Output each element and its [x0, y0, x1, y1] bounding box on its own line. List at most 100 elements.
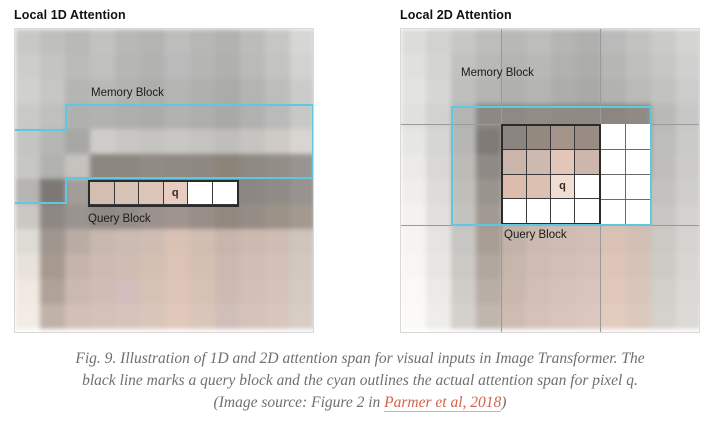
mosaic-pixel — [265, 229, 290, 254]
query-cell — [575, 126, 599, 151]
mosaic-pixel — [651, 29, 676, 54]
mosaic-pixel — [140, 104, 165, 129]
mosaic-pixel — [240, 54, 265, 79]
mosaic-pixel — [265, 279, 290, 304]
mosaic-pixel — [426, 254, 451, 279]
mosaic-pixel — [626, 279, 651, 304]
mosaic-pixel — [476, 54, 501, 79]
mosaic-pixel — [451, 54, 476, 79]
mosaic-pixel — [476, 154, 501, 179]
mosaic-pixel — [651, 304, 676, 329]
query-cell — [527, 174, 551, 199]
mosaic-pixel — [215, 254, 240, 279]
mosaic-pixel — [90, 79, 115, 104]
mosaic-pixel — [215, 229, 240, 254]
mosaic-pixel — [40, 154, 65, 179]
mosaic-pixel — [40, 129, 65, 154]
mosaic-pixel — [115, 229, 140, 254]
mosaic-pixel — [40, 29, 65, 54]
mosaic-pixel — [240, 279, 265, 304]
mosaic-pixel — [165, 79, 190, 104]
mosaic-pixel — [190, 154, 215, 179]
mosaic-pixel — [115, 254, 140, 279]
mosaic-pixel — [190, 79, 215, 104]
mosaic-pixel — [265, 54, 290, 79]
query-pixel-label-1d: q — [171, 187, 179, 199]
mosaic-pixel — [576, 304, 601, 329]
source-link[interactable]: Parmer et al, 2018 — [384, 394, 502, 412]
query-pixel-label-2d: q — [559, 180, 566, 193]
pixel-mosaic-1d — [15, 29, 313, 332]
query-cell — [551, 150, 575, 175]
mosaic-pixel — [401, 79, 426, 104]
mosaic-pixel — [601, 29, 626, 54]
mosaic-pixel — [676, 104, 699, 129]
mosaic-pixel — [626, 254, 651, 279]
mosaic-pixel — [651, 129, 676, 154]
mosaic-pixel — [290, 29, 313, 54]
mosaic-pixel — [601, 279, 626, 304]
mosaic-pixel — [190, 104, 215, 129]
mosaic-pixel — [240, 79, 265, 104]
mosaic-pixel — [90, 204, 115, 229]
mosaic-pixel — [65, 79, 90, 104]
mosaic-pixel — [501, 254, 526, 279]
query-cell-q: q — [163, 182, 188, 205]
mosaic-pixel — [115, 79, 140, 104]
mosaic-pixel — [90, 54, 115, 79]
mosaic-pixel — [90, 229, 115, 254]
mosaic-pixel — [190, 29, 215, 54]
mosaic-pixel — [240, 304, 265, 329]
mosaic-pixel — [15, 304, 40, 329]
mosaic-pixel — [451, 279, 476, 304]
mosaic-pixel — [451, 29, 476, 54]
mosaic-pixel — [240, 254, 265, 279]
mosaic-pixel — [601, 54, 626, 79]
mosaic-pixel — [501, 279, 526, 304]
query-cell — [114, 182, 139, 205]
mosaic-pixel — [140, 254, 165, 279]
mosaic-pixel — [576, 279, 601, 304]
mosaic-pixel — [115, 54, 140, 79]
mosaic-pixel — [90, 29, 115, 54]
query-cell — [527, 198, 551, 223]
mosaic-pixel — [576, 79, 601, 104]
mosaic-pixel — [290, 229, 313, 254]
mosaic-pixel — [576, 254, 601, 279]
mosaic-pixel — [165, 229, 190, 254]
query-cell — [503, 198, 527, 223]
mosaic-pixel — [140, 154, 165, 179]
mosaic-pixel — [90, 279, 115, 304]
mosaic-pixel — [65, 279, 90, 304]
mosaic-pixel — [215, 104, 240, 129]
mosaic-pixel — [451, 179, 476, 204]
mosaic-pixel — [290, 104, 313, 129]
caption-text-part2: ) — [501, 394, 507, 411]
mosaic-pixel — [290, 154, 313, 179]
mosaic-pixel — [240, 154, 265, 179]
query-cell — [551, 198, 575, 223]
mosaic-pixel — [626, 29, 651, 54]
mosaic-pixel — [626, 79, 651, 104]
query-cell — [551, 126, 575, 151]
mosaic-pixel — [165, 279, 190, 304]
mosaic-pixel — [290, 179, 313, 204]
mosaic-pixel — [15, 229, 40, 254]
figure-caption: Fig. 9. Illustration of 1D and 2D attent… — [60, 348, 660, 414]
mosaic-pixel — [526, 254, 551, 279]
mosaic-pixel — [40, 79, 65, 104]
mosaic-pixel — [215, 204, 240, 229]
mosaic-pixel — [15, 29, 40, 54]
panel-local-2d-attention: Memory Block q Query Block — [400, 28, 700, 333]
mosaic-pixel — [576, 54, 601, 79]
mosaic-pixel — [451, 254, 476, 279]
mosaic-pixel — [651, 179, 676, 204]
caption-text-part1: Fig. 9. Illustration of 1D and 2D attent… — [75, 350, 645, 411]
mosaic-pixel — [40, 304, 65, 329]
mosaic-pixel — [551, 279, 576, 304]
mosaic-pixel — [651, 154, 676, 179]
mosaic-pixel — [240, 179, 265, 204]
mosaic-pixel — [215, 304, 240, 329]
query-cell — [503, 150, 527, 175]
mosaic-pixel — [240, 204, 265, 229]
